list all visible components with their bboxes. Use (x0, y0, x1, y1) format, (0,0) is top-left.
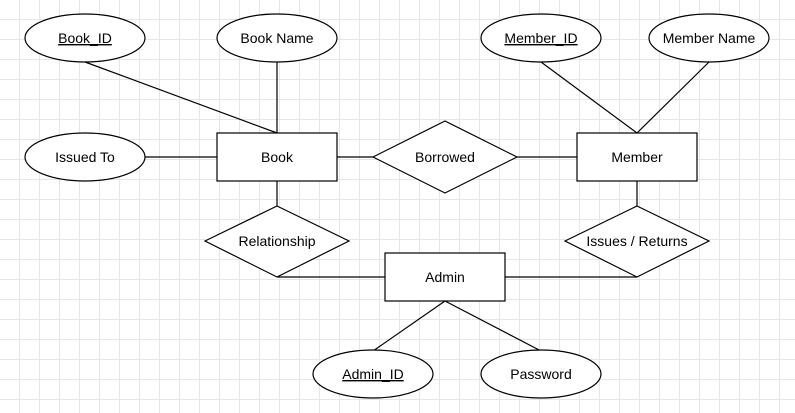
relationship-relationship-label: Relationship (238, 233, 315, 249)
relationship-borrowed[interactable]: Borrowed (371, 120, 519, 194)
relationship-issues-returns[interactable]: Issues / Returns (563, 205, 711, 278)
relationship-borrowed-label: Borrowed (415, 149, 475, 165)
entity-member-label: Member (611, 149, 663, 165)
entity-book-label: Book (261, 149, 294, 165)
relationship-issues-returns-label: Issues / Returns (586, 233, 687, 249)
edge-admin-password (444, 300, 542, 352)
attribute-member-name[interactable]: Member Name (648, 13, 770, 63)
attribute-password-label: Password (510, 366, 571, 382)
attribute-member-id-label: Member_ID (504, 30, 577, 46)
edge-member-name-member (636, 61, 710, 134)
relationship-relationship[interactable]: Relationship (203, 205, 351, 278)
attribute-member-id[interactable]: Member_ID (480, 13, 602, 63)
attribute-issued-to[interactable]: Issued To (24, 132, 146, 182)
attribute-member-name-label: Member Name (663, 30, 756, 46)
attribute-book-id[interactable]: Book_ID (24, 13, 146, 63)
entity-admin[interactable]: Admin (384, 252, 506, 302)
entity-admin-label: Admin (425, 269, 465, 285)
edge-admin-admin-id (372, 300, 446, 352)
edge-book-id-book (84, 61, 278, 134)
attribute-book-id-label: Book_ID (58, 30, 112, 46)
attribute-password[interactable]: Password (480, 349, 602, 399)
attribute-admin-id[interactable]: Admin_ID (312, 349, 434, 399)
entity-book[interactable]: Book (216, 132, 338, 182)
attribute-issued-to-label: Issued To (55, 149, 115, 165)
edge-member-id-member (540, 61, 638, 134)
attribute-book-name-label: Book Name (240, 30, 313, 46)
connectors (84, 61, 710, 352)
attribute-book-name[interactable]: Book Name (216, 13, 338, 63)
entity-member[interactable]: Member (576, 132, 698, 182)
attribute-admin-id-label: Admin_ID (342, 366, 403, 382)
